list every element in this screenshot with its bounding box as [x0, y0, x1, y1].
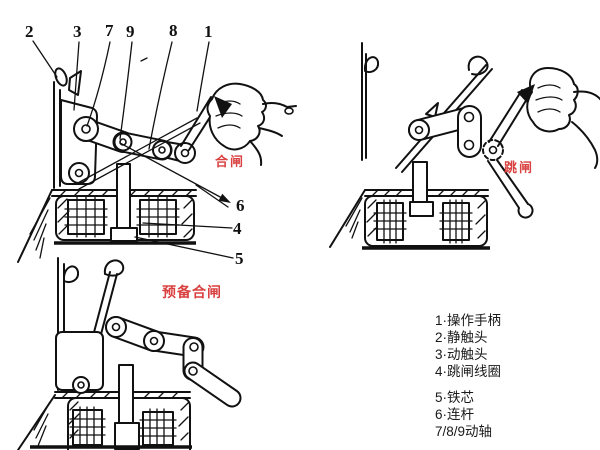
trip-coil-base — [30, 364, 192, 450]
connecting-rod — [75, 117, 201, 190]
legend-item-2: 2·静触头 — [435, 330, 488, 345]
static-contact-post — [361, 42, 380, 161]
hand — [517, 67, 600, 169]
trip-coil-base — [51, 163, 197, 245]
callout-3: 3 — [73, 22, 82, 41]
callout-7: 7 — [105, 21, 114, 40]
operating-handle — [487, 89, 534, 219]
hand — [206, 82, 297, 166]
linkage-mechanism — [60, 99, 201, 190]
state-label-tripping: 跳闸 — [504, 160, 535, 175]
coil-grid-left — [64, 196, 108, 238]
legend-item-789: 7/8/9动轴 — [435, 424, 493, 439]
ready-state-diagram — [17, 257, 242, 450]
trip-coil-base — [362, 161, 490, 250]
legend-item-6: 6·连杆 — [435, 407, 475, 422]
legend-item-4: 4·跳闸线圈 — [435, 364, 502, 379]
ground-hatch — [329, 189, 366, 248]
callout-leaders — [32, 40, 234, 259]
coil-grid-right — [139, 408, 177, 448]
callout-9: 9 — [126, 22, 135, 41]
legend-item-1: 1·操作手柄 — [435, 313, 502, 328]
linkage-mechanism — [55, 316, 242, 408]
state-label-ready: 预备合闸 — [162, 284, 222, 300]
closing-state-diagram — [17, 40, 297, 263]
coil-grid-left — [373, 199, 407, 244]
callout-6: 6 — [236, 196, 245, 215]
static-contact-post — [53, 67, 82, 189]
legend-item-5: 5·铁芯 — [435, 390, 475, 405]
coil-grid-right — [439, 199, 473, 244]
callout-4: 4 — [233, 219, 242, 238]
callout-8: 8 — [169, 21, 178, 40]
released-handle-link — [183, 361, 242, 408]
ground-hatch — [17, 189, 53, 263]
callout-5: 5 — [235, 249, 244, 268]
legend-item-3: 3·动触头 — [435, 347, 488, 362]
tripping-state-diagram — [329, 42, 600, 250]
legend: 1·操作手柄 2·静触头 3·动触头 4·跳闸线圈 5·铁芯 6·连杆 7/8/… — [435, 312, 501, 440]
callout-2: 2 — [25, 22, 34, 41]
ground-hatch — [17, 394, 56, 450]
linkage-mechanism — [408, 105, 504, 161]
coil-grid-right — [136, 196, 180, 238]
iron-core-plunger — [114, 364, 140, 450]
state-label-closing: 合闸 — [215, 154, 246, 169]
callout-1: 1 — [204, 22, 213, 41]
coil-grid-left — [69, 406, 106, 449]
iron-core-plunger — [409, 161, 434, 217]
